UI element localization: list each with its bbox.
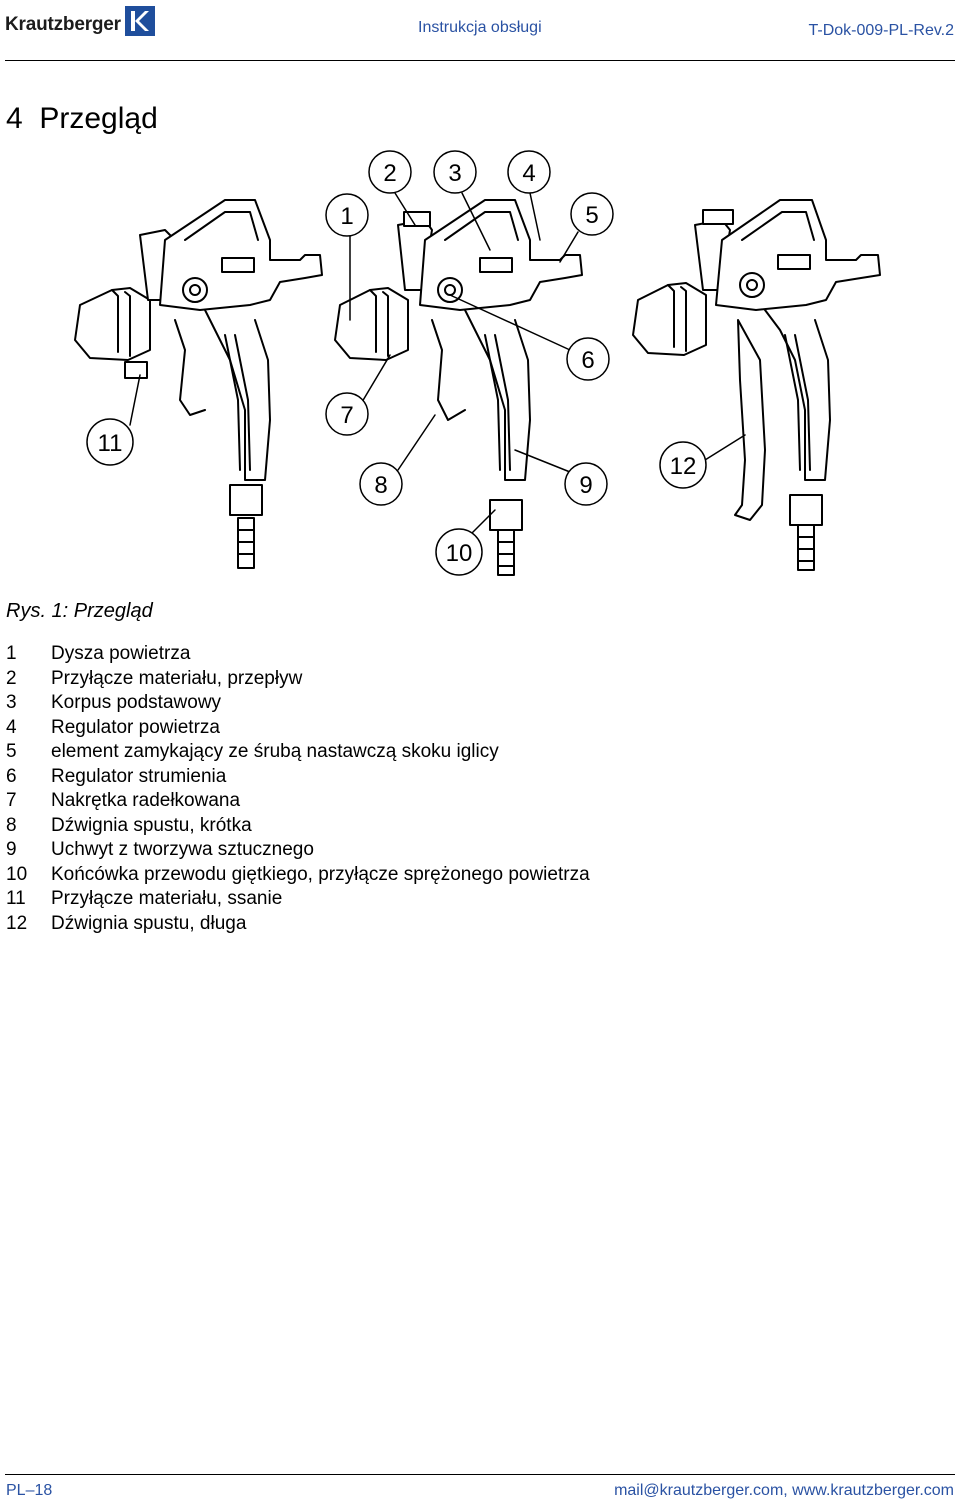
callout-11-label: 11 [98, 430, 123, 457]
section-title-text: Przegląd [39, 102, 158, 135]
legend-number: 11 [6, 888, 26, 909]
legend-item: 11 Przyłącze materiału, ssanie [6, 887, 590, 912]
callout-1-label: 1 [340, 203, 353, 230]
callout-layer: 1 2 3 4 5 6 7 8 9 10 11 12 [86, 150, 707, 576]
document-id: T-Dok-009-PL-Rev.2 [808, 22, 954, 39]
callout-12: 12 [659, 441, 707, 489]
legend-text: Dysza powietrza [51, 643, 191, 664]
legend-item: 4 Regulator powietrza [6, 716, 590, 741]
legend-text: Korpus podstawowy [51, 692, 222, 713]
section-heading: 4 Przegląd [6, 102, 158, 136]
spray-gun-left [74, 199, 323, 569]
callout-leaders [129, 192, 746, 536]
legend-item: 1 Dysza powietrza [6, 642, 590, 667]
legend-text: Uchwyt z tworzywa sztucznego [51, 839, 314, 860]
callout-4: 4 [507, 150, 551, 194]
callout-8-label: 8 [374, 472, 387, 499]
legend-item: 10 Końcówka przewodu giętkiego, przyłącze… [6, 863, 590, 888]
legend-text: Przyłącze materiału, przepływ [51, 667, 303, 689]
legend-number: 5 [6, 741, 17, 762]
spray-gun-middle [334, 199, 583, 576]
legend-number: 2 [6, 667, 17, 689]
legend-item: 8 Dźwignia spustu, krótka [6, 814, 590, 839]
legend-number: 9 [6, 839, 17, 860]
legend-text: Przyłącze materiału, ssanie [51, 888, 283, 909]
spray-gun-right [632, 199, 881, 571]
callout-3: 3 [433, 150, 477, 194]
page-number: PL–18 [6, 1482, 53, 1499]
callout-2-label: 2 [383, 160, 396, 187]
legend-item: 9 Uchwyt z tworzywa sztucznego [6, 838, 590, 863]
logo-k-icon [124, 6, 155, 36]
callout-8: 8 [359, 462, 403, 506]
callout-7-label: 7 [340, 402, 353, 429]
legend-number: 7 [6, 790, 17, 811]
legend-number: 12 [6, 912, 28, 934]
legend-item: 2 Przyłącze materiału, przepływ [6, 667, 590, 692]
legend-item: 5 element zamykający ze śrubą nastawczą s… [6, 740, 590, 765]
legend-text: element zamykający ze śrubą nastawczą sk… [51, 741, 499, 762]
callout-5-label: 5 [585, 202, 598, 229]
page-header: Krautzberger Instrukcja obsługi T-Dok-00… [0, 0, 960, 62]
callout-10: 10 [435, 528, 483, 576]
legend-text: Dźwignia spustu, długa [51, 912, 247, 934]
header-divider [5, 60, 955, 61]
spray-gun-figure: 1 2 3 4 5 6 7 8 9 10 11 12 [0, 140, 960, 580]
legend-text: Dźwignia spustu, krótka [51, 814, 252, 836]
legend-item: 6 Regulator strumienia [6, 765, 590, 790]
callout-5: 5 [570, 192, 614, 236]
legend-text: Nakrętka radełkowana [51, 790, 241, 811]
legend-text: Regulator powietrza [51, 716, 220, 738]
callout-9-label: 9 [579, 472, 592, 499]
callout-7: 7 [325, 392, 369, 436]
callout-2: 2 [368, 150, 412, 194]
legend-number: 3 [6, 692, 17, 713]
legend-text: Końcówka przewodu giętkiego, przyłącze s… [51, 863, 590, 885]
legend-number: 8 [6, 814, 17, 836]
legend-item: 7 Nakrętka radełkowana [6, 789, 590, 814]
logo-text: Krautzberger [5, 14, 121, 35]
callout-1: 1 [325, 193, 369, 237]
legend-number: 1 [6, 643, 17, 664]
callout-10-label: 10 [446, 540, 473, 567]
callout-12-label: 12 [670, 453, 697, 480]
callout-3-label: 3 [448, 160, 461, 187]
krautzberger-logo: Krautzberger [5, 6, 155, 36]
callout-6-label: 6 [581, 347, 594, 374]
legend-number: 6 [6, 765, 17, 787]
legend-text: Regulator strumienia [51, 765, 227, 787]
legend-number: 4 [6, 716, 17, 738]
parts-legend: 1 Dysza powietrza 2 Przyłącze materiału, p… [6, 642, 590, 936]
legend-number: 10 [6, 863, 28, 885]
footer-divider [5, 1474, 955, 1475]
legend-item: 12 Dźwignia spustu, długa [6, 912, 590, 937]
section-number: 4 [6, 102, 23, 135]
callout-6: 6 [566, 337, 610, 381]
document-title: Instrukcja obsługi [418, 19, 542, 36]
callout-4-label: 4 [522, 160, 535, 187]
contact-info: mail@krautzberger.com, www.krautzberger.… [614, 1482, 954, 1499]
figure-caption: Rys. 1: Przegląd [6, 600, 153, 622]
callout-9: 9 [564, 462, 608, 506]
legend-item: 3 Korpus podstawowy [6, 691, 590, 716]
callout-11: 11 [86, 418, 134, 466]
spray-gun-drawing [74, 192, 881, 576]
